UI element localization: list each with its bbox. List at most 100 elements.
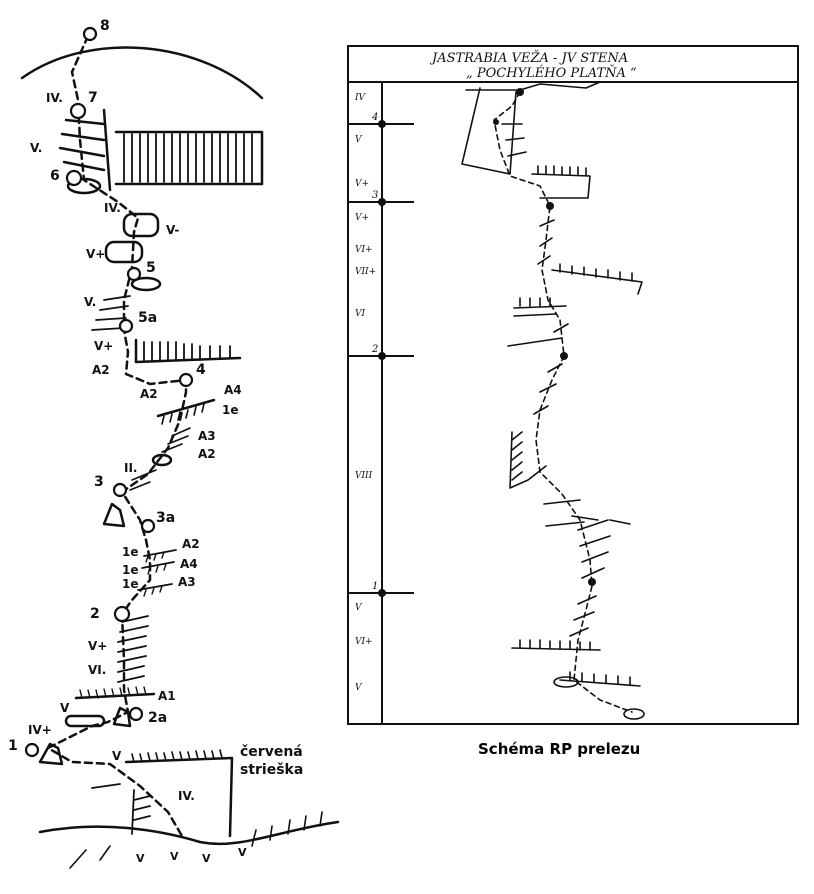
pitch-grade: V xyxy=(355,135,363,145)
pitch-grade: V xyxy=(355,683,363,693)
pitch-grade: IV xyxy=(354,93,367,103)
grade-label: V+ xyxy=(86,247,105,261)
red-roof xyxy=(124,756,234,838)
svg-text:V: V xyxy=(170,850,179,863)
belay-label-4: 4 xyxy=(196,362,206,378)
start-ring xyxy=(623,708,645,720)
flake xyxy=(64,714,106,728)
grade-label: A2 xyxy=(92,363,110,377)
pitch-grade-labels: IV V V+ V+ VI+ VII+ VI VIII V VI+ V xyxy=(354,93,376,693)
grade-label: 1e xyxy=(122,577,139,591)
pitch3-ledge xyxy=(531,173,591,199)
belay-dots xyxy=(493,88,596,586)
pitch-grade: VI+ xyxy=(355,637,373,647)
pitch-grade: VII+ xyxy=(355,267,376,277)
v-ledge-ticks xyxy=(519,639,631,686)
block-2a xyxy=(112,706,132,728)
svg-text:V: V xyxy=(238,846,247,859)
pitch-marker-2: 2 xyxy=(371,344,378,355)
aid-ladder xyxy=(161,427,191,453)
viii-wall-hatch xyxy=(511,431,523,481)
pitch-grade: VI+ xyxy=(355,245,373,255)
crack-zigzag xyxy=(501,123,611,637)
grade-label: A4 xyxy=(224,383,242,397)
left-route-topo xyxy=(20,26,340,869)
lower-crack xyxy=(91,783,151,835)
pitch-marker-4: 4 xyxy=(371,112,378,123)
grade-label: A3 xyxy=(178,575,196,589)
schema-frame xyxy=(347,45,799,725)
belay-label-1: 1 xyxy=(8,738,18,754)
block-1 xyxy=(38,742,64,766)
grade-label: V xyxy=(112,749,122,763)
pitch-marker-3: 3 xyxy=(372,190,378,201)
belay-label-2a: 2a xyxy=(148,710,167,726)
ledge-a4 xyxy=(156,398,216,418)
aid-1e-ticks xyxy=(143,551,167,597)
pitch3-ledge-ticks xyxy=(537,165,587,177)
grade-label: A1 xyxy=(158,689,176,703)
ground-hatching xyxy=(69,811,323,869)
crack-5a xyxy=(91,295,131,331)
roof-crack xyxy=(543,499,631,527)
block xyxy=(122,212,160,238)
red-roof-ticks xyxy=(131,749,223,763)
pitch-grade: VI xyxy=(355,309,365,319)
grade-label: VI. xyxy=(88,663,106,677)
grade-label: A2 xyxy=(182,537,200,551)
grade-label: 1e xyxy=(222,403,239,417)
grade-label: 1e xyxy=(122,545,139,559)
grade-label: II. xyxy=(124,461,138,475)
belay-label-6: 6 xyxy=(50,168,60,184)
aid-1e-a xyxy=(137,549,177,591)
belay-label-5: 5 xyxy=(146,260,156,276)
pitch-marker-1: 1 xyxy=(372,581,378,592)
pitch-grade: V+ xyxy=(355,179,369,189)
ground-line xyxy=(38,820,340,846)
belay-label-7: 7 xyxy=(88,90,98,106)
grade-label: V+ xyxy=(94,339,113,353)
belay-label-2: 2 xyxy=(90,606,100,622)
v-ledge xyxy=(511,647,641,687)
summit-block xyxy=(461,87,517,175)
route-schema-panel xyxy=(347,45,799,725)
crack-7-6 xyxy=(58,108,112,192)
grade-label: V- xyxy=(166,223,179,237)
left-belay-labels: 8 7 6 5 5a 4 3 3a 2 2a 1 xyxy=(8,18,206,754)
vi-ledge xyxy=(507,305,567,347)
roof-a2-hatching xyxy=(143,341,231,361)
grade-label: 1e xyxy=(122,563,139,577)
ledge-a1 xyxy=(74,692,156,700)
viii-wall xyxy=(509,431,547,489)
grade-label: IV. xyxy=(46,91,63,105)
grade-label: A4 xyxy=(180,557,198,571)
left-grade-labels: IV. V. IV. V- V+ V. V+ A2 A2 A4 1e A3 A2… xyxy=(28,91,242,803)
belay-label-3a: 3a xyxy=(156,510,175,526)
roof-label-line2: strieška xyxy=(240,762,303,778)
grade-label: IV+ xyxy=(28,723,52,737)
overhang xyxy=(114,130,264,186)
summit-ridge-line xyxy=(20,46,264,100)
grade-label: V+ xyxy=(88,639,107,653)
pitch-grade: V+ xyxy=(355,213,369,223)
roof-label-line1: červená xyxy=(240,744,303,760)
schema-caption: Schéma RP prelezu xyxy=(478,740,641,758)
grade-label: A2 xyxy=(198,447,216,461)
vii-ledge-ticks xyxy=(559,263,633,282)
vii-ledge xyxy=(551,269,643,295)
svg-text:V: V xyxy=(136,852,145,865)
pitch-ring xyxy=(151,453,173,467)
grade-label: IV. xyxy=(178,789,195,803)
grade-label: A3 xyxy=(198,429,216,443)
ledge xyxy=(130,276,162,292)
pitch-grade: V xyxy=(355,603,363,613)
ledge-a4-ticks xyxy=(161,403,205,425)
crack-3 xyxy=(129,469,157,491)
pitch-grade: VIII xyxy=(355,471,373,481)
block xyxy=(104,240,144,264)
grade-label: A2 xyxy=(140,387,158,401)
grade-label: V. xyxy=(84,295,96,309)
ring xyxy=(553,676,579,688)
